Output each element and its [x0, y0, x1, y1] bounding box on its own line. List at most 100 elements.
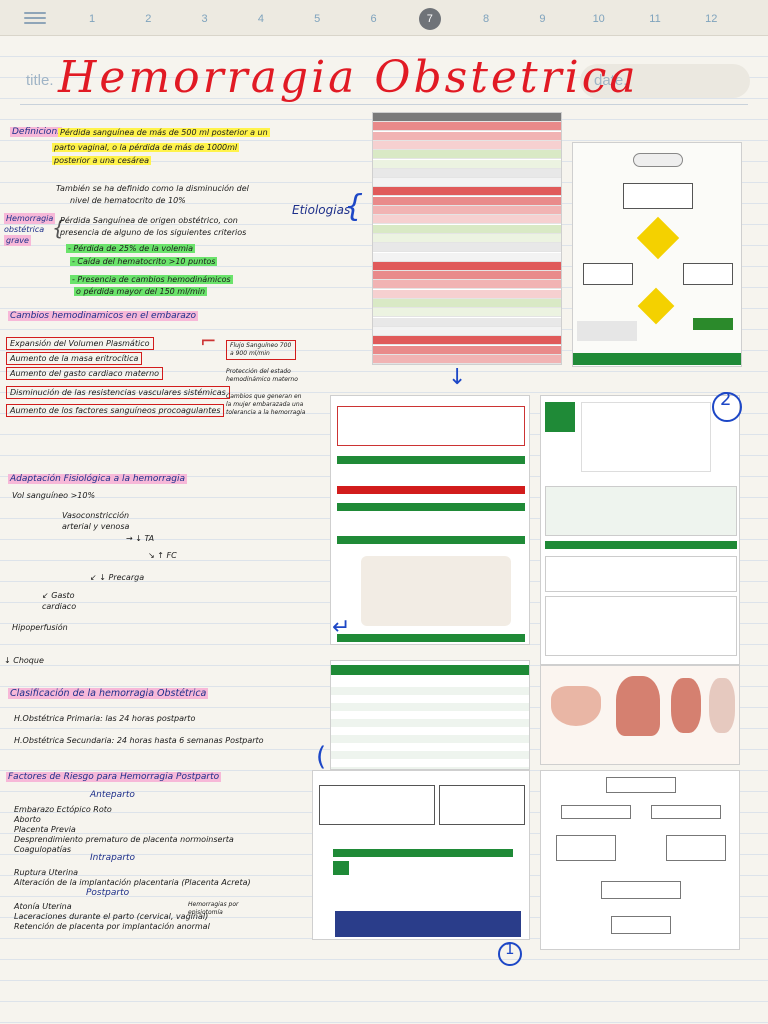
adapt-step-2: Vasoconstricción arterial y venosa — [62, 511, 130, 531]
cambios-item: Aumento del gasto cardiaco materno — [6, 367, 164, 380]
down-arrow-icon: ↓ — [448, 365, 467, 390]
brace-icon: { — [52, 216, 65, 240]
cambios-item: Expansión del Volumen Plasmático — [6, 337, 154, 350]
cambios-item: Aumento de los factores sanguíneos proco… — [6, 404, 225, 417]
clasif-title: Clasificación de la hemorragia Obstétric… — [8, 688, 209, 699]
circle-2-number: 2 — [720, 389, 732, 410]
page-tab[interactable]: 5 — [314, 13, 321, 25]
management-flowchart-image — [540, 770, 740, 950]
grave-bullet-1: - Pérdida de 25% de la volemia — [66, 244, 196, 253]
etiology-row — [373, 326, 561, 336]
curved-arrow-icon: ↵ — [332, 615, 351, 640]
etiology-row — [373, 243, 561, 253]
page-tab[interactable]: 4 — [257, 13, 264, 25]
anteparto-item: Coagulopatías — [14, 845, 72, 854]
page-tab[interactable]: 9 — [539, 13, 546, 25]
etiology-row — [373, 233, 561, 243]
bracket-arrow-icon: ( — [316, 742, 327, 772]
cambios-side-3: Cambios que generan en la mujer embaraza… — [226, 393, 306, 416]
guide-page-image-left — [330, 395, 530, 645]
page-tab[interactable]: 11 — [649, 13, 661, 25]
adaptacion-title: Adaptación Fisiológica a la hemorragia — [8, 474, 187, 484]
adapt-step-8: ↓ Choque — [4, 656, 44, 665]
anteparto-item: Aborto — [14, 815, 41, 824]
page-tab[interactable]: 6 — [370, 13, 377, 25]
clasif-item-2: H.Obstétrica Secundaria: 24 horas hasta … — [14, 736, 264, 745]
grave-text-1: Pérdida Sanguínea de origen obstétrico, … — [60, 216, 238, 225]
etiology-row — [373, 159, 561, 169]
adapt-step-5: ↙ ↓ Precarga — [90, 573, 145, 582]
grave-bullet-3: - Presencia de cambios hemodinámicos — [70, 275, 233, 284]
page-tab[interactable]: 3 — [201, 13, 208, 25]
cambios-title: Cambios hemodinamicos en el embarazo — [8, 311, 199, 321]
title-rule — [20, 104, 748, 105]
etiology-row — [373, 224, 561, 234]
adapt-step-7: Hipoperfusión — [12, 623, 68, 632]
cambios-side-2: Protección del estado hemodinámico mater… — [226, 368, 298, 383]
algorithm-flowchart-image — [572, 142, 742, 367]
etiology-row — [373, 122, 561, 132]
page-tab[interactable]: 1 — [88, 13, 96, 25]
page-tab[interactable]: 10 — [592, 13, 605, 25]
tambien-line-1: También se ha definido como la disminuci… — [56, 184, 249, 193]
etiology-row — [373, 289, 561, 299]
hemorrhage-class-table-image — [330, 660, 530, 770]
page-tab[interactable]: 8 — [483, 13, 490, 25]
circle-1-number: 1 — [505, 940, 515, 958]
etiology-row — [373, 345, 561, 355]
clasif-item-1: H.Obstétrica Primaria: las 24 horas post… — [14, 714, 196, 723]
etiology-row — [373, 299, 561, 308]
etiologias-brace-icon: { — [344, 189, 364, 224]
etiology-row — [373, 354, 561, 364]
tambien-line-2: nivel de hematocrito de 10% — [70, 196, 186, 205]
etiology-row — [373, 196, 561, 206]
cambios-side-1: Flujo Sanguíneo 700 a 900 ml/min — [226, 340, 296, 360]
etiology-row — [373, 252, 561, 262]
transfusion-guide-image — [312, 770, 530, 940]
postparto-item: Atonía Uterina — [14, 902, 72, 911]
menu-icon[interactable] — [24, 9, 46, 27]
page-title: Hemorragia Obstetrica — [58, 52, 639, 103]
definicion-label: Definicion: — [10, 127, 63, 137]
anteparto-item: Embarazo Ectópico Roto — [14, 805, 112, 814]
cambios-item: Aumento de la masa eritrocítica — [6, 352, 143, 365]
etiology-row — [373, 168, 561, 178]
guide-page-image-right — [540, 395, 740, 665]
etiology-row — [373, 336, 561, 346]
circle-2-mark — [712, 392, 742, 422]
page-tab[interactable]: 12 — [705, 13, 718, 25]
page-tab[interactable]: 2 — [145, 13, 152, 25]
etiology-row — [373, 150, 561, 160]
bracket-icon: ⌐ — [200, 329, 217, 353]
definicion-line-1: Pérdida sanguínea de más de 500 ml poste… — [58, 128, 270, 137]
etiology-row — [373, 215, 561, 225]
circle-1-mark — [498, 942, 522, 966]
etiology-row — [373, 280, 561, 290]
intraparto-item: Alteración de la implantación placentari… — [14, 878, 251, 887]
title-label: title. — [26, 72, 54, 89]
cambios-item: Disminución de las resistencias vascular… — [6, 386, 230, 399]
anteparto-label: Anteparto — [90, 790, 135, 800]
adapt-step-6: ↙ Gasto cardiaco — [42, 591, 77, 611]
etiology-row — [373, 178, 561, 188]
uterus-illustration-image — [540, 665, 740, 765]
etiology-row — [373, 308, 561, 318]
etiology-row — [373, 131, 561, 141]
intraparto-label: Intraparto — [90, 853, 136, 863]
intraparto-item: Ruptura Uterina — [14, 868, 79, 877]
factores-title: Factores de Riesgo para Hemorragia Postp… — [6, 772, 222, 782]
etiology-row — [373, 187, 561, 197]
page-tab[interactable]: 7 — [418, 8, 441, 30]
etiology-row — [373, 113, 561, 122]
grave-bullet-4: o pérdida mayor del 150 ml/min — [74, 287, 208, 296]
grave-text-2: presencia de alguno de los siguientes cr… — [60, 228, 247, 237]
adapt-step-1: Vol sanguíneo >10% — [12, 491, 96, 500]
etiology-row — [373, 261, 561, 271]
grave-bullet-2: - Caída del hematocrito >10 puntos — [70, 257, 218, 266]
date-field[interactable] — [580, 64, 750, 98]
etiology-table-image — [372, 112, 562, 365]
postparto-label: Postparto — [86, 888, 130, 898]
postparto-item: Retención de placenta por implantación a… — [14, 922, 210, 931]
